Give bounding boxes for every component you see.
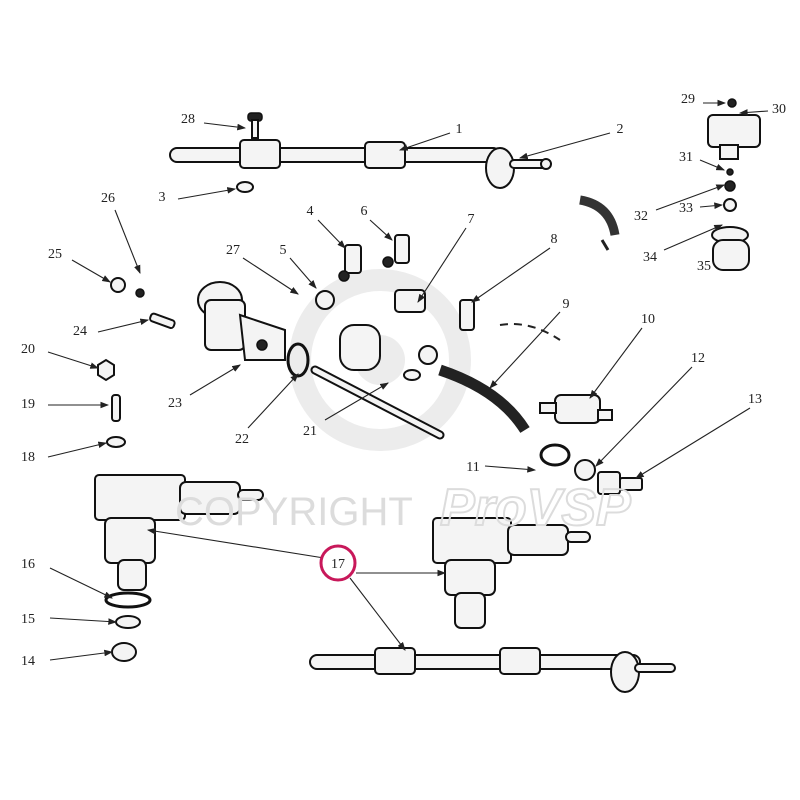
callout-11: 11 <box>466 460 479 475</box>
callout-17: 17 <box>331 557 345 572</box>
callout-labels: 1 2 3 4 5 6 7 8 9 10 11 12 13 14 15 16 1… <box>21 92 786 669</box>
highlight-circle <box>319 544 357 582</box>
callout-12: 12 <box>691 351 705 366</box>
fuel-rail-top <box>169 139 552 189</box>
callout-26: 26 <box>101 191 115 206</box>
callout-24: 24 <box>73 324 87 339</box>
callout-10: 10 <box>641 312 655 327</box>
callout-7: 7 <box>468 212 475 227</box>
injector-left <box>94 474 264 662</box>
callout-34: 34 <box>643 250 657 265</box>
injector-right <box>432 517 591 629</box>
callout-19: 19 <box>21 397 35 412</box>
callout-20: 20 <box>21 342 35 357</box>
callout-13: 13 <box>748 392 762 407</box>
leader-lines <box>47 99 769 661</box>
callout-25: 25 <box>48 247 62 262</box>
callout-31: 31 <box>679 150 693 165</box>
callout-30: 30 <box>772 102 786 117</box>
callout-1: 1 <box>456 122 463 137</box>
callout-33: 33 <box>679 201 693 216</box>
callout-16: 16 <box>21 557 35 572</box>
callout-8: 8 <box>551 232 558 247</box>
callout-2: 2 <box>617 122 624 137</box>
callout-27: 27 <box>226 243 240 258</box>
fuel-rail-bottom <box>309 647 676 693</box>
callout-35: 35 <box>697 259 711 274</box>
callout-21: 21 <box>303 424 317 439</box>
callout-3: 3 <box>159 190 166 205</box>
callout-4: 4 <box>307 204 314 219</box>
callout-32: 32 <box>634 209 648 224</box>
callout-23: 23 <box>168 396 182 411</box>
callout-5: 5 <box>280 243 287 258</box>
callout-22: 22 <box>235 432 249 447</box>
fuel-pump <box>197 281 286 361</box>
callout-28: 28 <box>181 112 195 127</box>
pressure-regulator <box>707 98 761 271</box>
callout-14: 14 <box>21 654 35 669</box>
callout-18: 18 <box>21 450 35 465</box>
callout-6: 6 <box>361 204 368 219</box>
callout-15: 15 <box>21 612 35 627</box>
callout-29: 29 <box>681 92 695 107</box>
callout-9: 9 <box>563 297 570 312</box>
